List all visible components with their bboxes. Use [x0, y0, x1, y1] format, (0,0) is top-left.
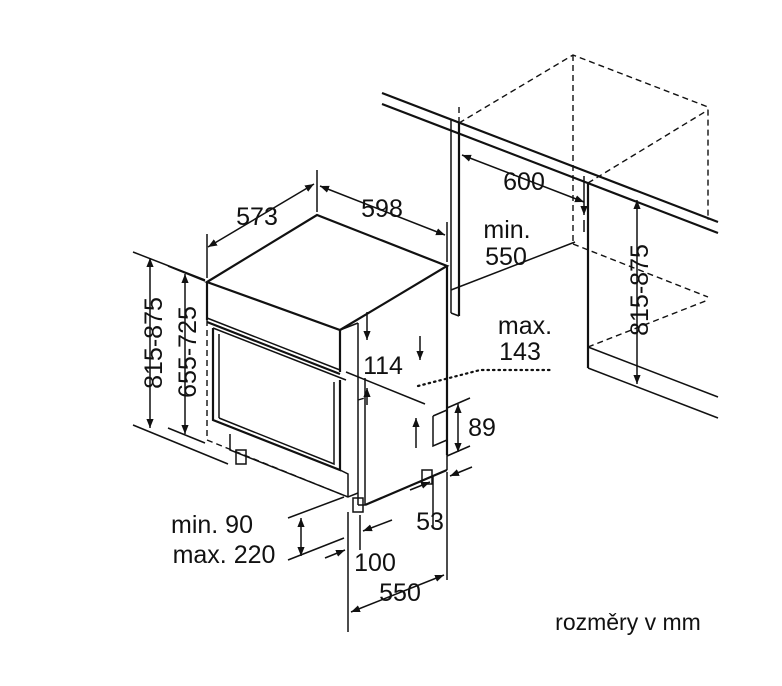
label-foot-100: 100: [354, 549, 396, 577]
dimension-lines: [132, 154, 641, 632]
body-dashed-outline: [206, 320, 366, 498]
label-height-815-875-left: 815-875: [140, 297, 168, 389]
units-caption: rozměry v mm: [555, 609, 701, 635]
label-plinth-min-90: min. 90: [171, 511, 253, 539]
label-depth-550-bottom: 550: [379, 579, 421, 607]
label-plinth-89: 89: [468, 414, 496, 442]
dishwasher-body: [204, 213, 450, 513]
label-niche-depth-550: 550: [485, 243, 527, 271]
label-panel-max: max.: [498, 312, 552, 340]
label-niche-depth-min: min.: [483, 216, 530, 244]
label-height-655-725: 655-725: [174, 306, 202, 398]
label-recess-53: 53: [416, 508, 444, 536]
label-width-598: 598: [361, 195, 403, 223]
label-depth-573: 573: [236, 203, 278, 231]
label-panel-114: 114: [363, 352, 403, 380]
label-plinth-max-220: max. 220: [173, 541, 276, 569]
label-panel-143: 143: [499, 338, 541, 366]
label-height-815-875-right: 815-875: [626, 244, 654, 336]
countertop-niche: [381, 54, 719, 419]
label-niche-width-600: 600: [503, 168, 545, 196]
